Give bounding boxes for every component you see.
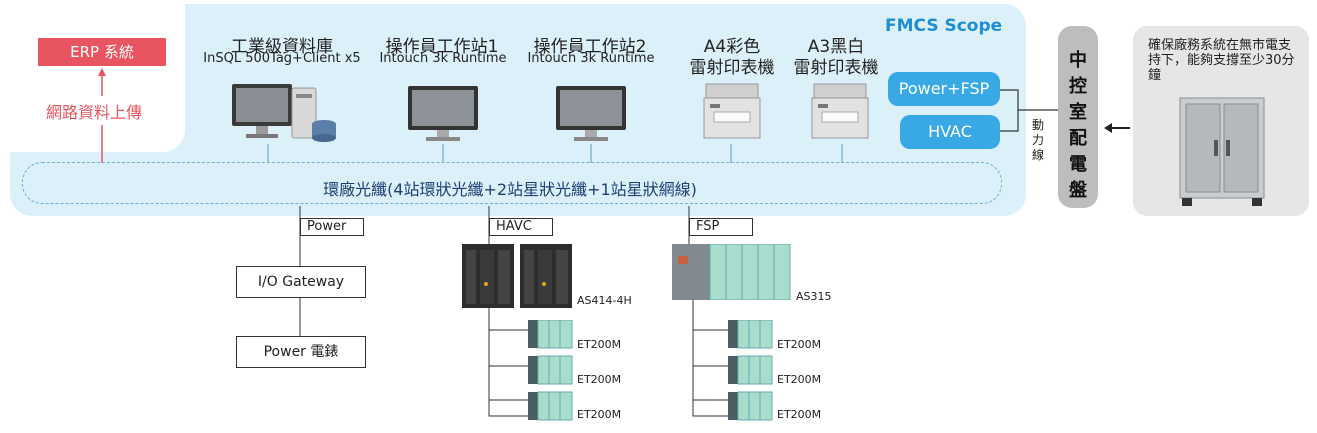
- havc-et200m-2-label: ET200M: [577, 373, 622, 386]
- power-line-label: 動 力 線: [1031, 118, 1044, 162]
- havc-bus-label: HAVC: [489, 218, 553, 236]
- fiber-ring-label: 環廠光纖(4站環狀光纖+2站星狀光纖+1站星狀網線): [323, 180, 697, 199]
- havc-et200m-1-label: ET200M: [577, 338, 622, 351]
- fiber-ring: [22, 162, 1002, 204]
- havc-et200m-3: [528, 391, 573, 421]
- scope-title: FMCS Scope: [885, 16, 1003, 36]
- ups-note: 確保廠務系統在無市電支持下，能夠支撐至少30分鐘: [1148, 38, 1295, 83]
- hvac-pill: HVAC: [900, 115, 1000, 149]
- fsp-et200m-3: [728, 391, 773, 421]
- erp-system-box: ERP 系統: [38, 38, 166, 66]
- printer-a4-icon: [703, 83, 761, 139]
- as414-label: AS414-4H: [577, 294, 632, 307]
- printer-a3-icon: [811, 83, 869, 139]
- havc-et200m-3-label: ET200M: [577, 408, 622, 421]
- control-room-panel: 中 控 室 配 電 盤: [1058, 26, 1098, 208]
- db-server-icon: [232, 84, 336, 142]
- fsp-et200m-3-label: ET200M: [777, 408, 822, 421]
- as414-controller-icon: [462, 244, 572, 308]
- havc-et200m-2: [528, 355, 573, 385]
- fsp-et200m-group: [728, 320, 773, 421]
- scope-cutout: [0, 0, 185, 152]
- power-bus-label: Power: [300, 218, 364, 236]
- as315-label: AS315: [796, 290, 832, 303]
- station-db-title: 工業級資料庫: [231, 37, 333, 57]
- station-op2-title: 操作員工作站2: [533, 37, 647, 57]
- printer-a3-subtitle: 雷射印表機: [793, 58, 879, 78]
- printer-a4-subtitle: 雷射印表機: [689, 58, 775, 78]
- control-panel-label: 中 控 室 配 電 盤: [1069, 50, 1087, 201]
- station-op2-subtitle: Intouch 3k Runtime: [527, 51, 655, 66]
- printer-a3-title: A3黑白: [807, 37, 865, 57]
- station-db-subtitle: InSQL 500Tag+Client x5: [203, 51, 361, 66]
- havc-et200m-group: [528, 320, 573, 421]
- fsp-et200m-2: [728, 355, 773, 385]
- io-gateway-box: I/O Gateway: [236, 266, 366, 298]
- havc-et200m-1: [528, 320, 573, 349]
- fsp-bus-label: FSP: [689, 218, 753, 236]
- power-meter-box: Power 電錶: [236, 336, 366, 368]
- station-op1-title: 操作員工作站1: [385, 37, 499, 57]
- as315-controller-icon: [672, 244, 791, 300]
- station-op1-subtitle: Intouch 3k Runtime: [379, 51, 507, 66]
- operator-monitor-2-icon: [556, 86, 626, 141]
- fsp-et200m-2-label: ET200M: [777, 373, 822, 386]
- network-upload-label: 網路資料上傳: [46, 103, 143, 122]
- fsp-et200m-1-label: ET200M: [777, 338, 822, 351]
- printer-a4-title: A4彩色: [703, 37, 761, 57]
- erp-arrowhead: [98, 68, 106, 76]
- fsp-et200m-1: [728, 320, 773, 349]
- ups-cabinet-icon: [1179, 97, 1265, 206]
- power-fsp-pill: Power+FSP: [888, 72, 1000, 106]
- operator-monitor-1-icon: [408, 86, 478, 141]
